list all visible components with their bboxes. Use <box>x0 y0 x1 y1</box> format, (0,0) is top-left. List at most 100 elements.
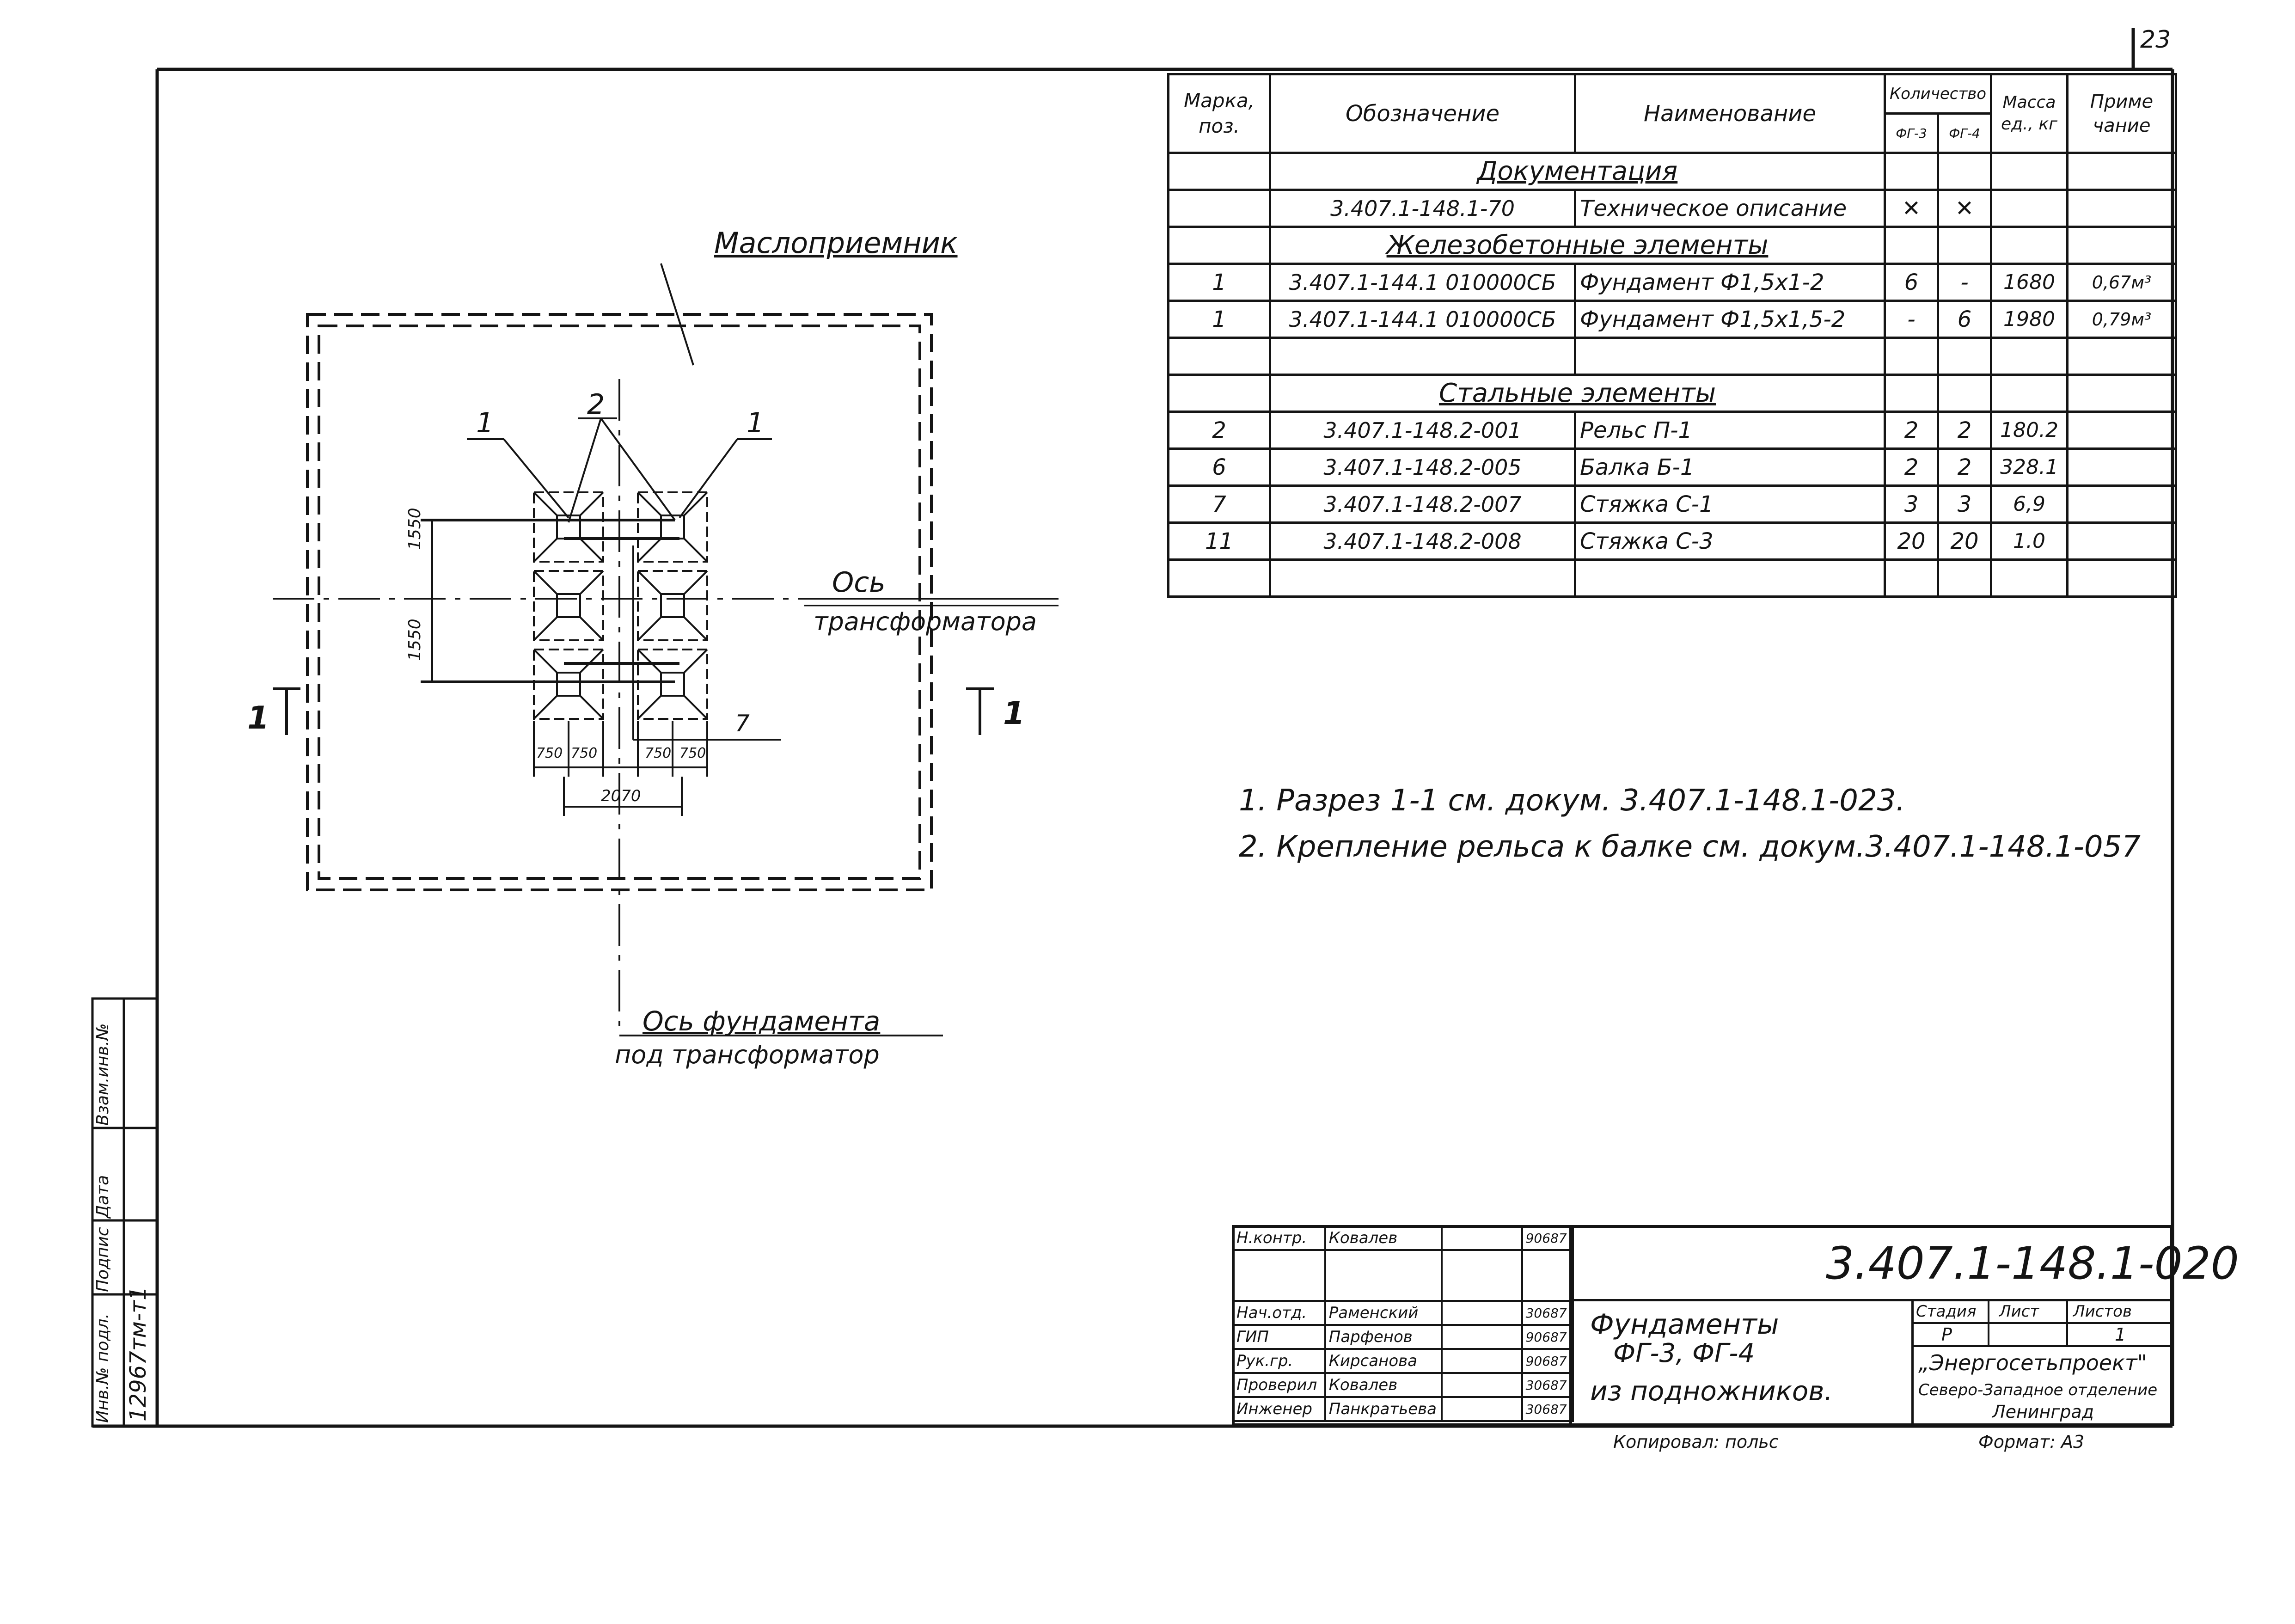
spec-cell-mark <box>1167 189 1271 228</box>
callout-pos-1-left: 1 <box>476 407 494 439</box>
signature-cell-role: Н.контр. <box>1232 1225 1326 1251</box>
sheet-label: Лист <box>1999 1302 2039 1321</box>
spec-cell-fg4: 3 <box>1937 484 1992 524</box>
spec-cell <box>2066 226 2177 265</box>
foundation-axis-label-2: под трансформатор <box>615 1040 880 1069</box>
signature-row <box>1232 1249 1574 1302</box>
spec-cell-fg4: 2 <box>1937 447 1992 487</box>
spec-cell <box>1884 152 1939 191</box>
stage-value: Р <box>1941 1324 1952 1345</box>
spec-cell <box>1990 152 2069 191</box>
spec-cell <box>1884 374 1939 413</box>
spec-cell-mark: 6 <box>1167 447 1271 487</box>
drawing-title-line1: Фундаменты <box>1590 1308 1779 1341</box>
spec-cell-designation: 3.407.1-148.2-007 <box>1269 484 1576 524</box>
signature-cell-name: Панкратьева <box>1324 1396 1443 1422</box>
specification-table: Марка, поз. Обозначение Наименование Кол… <box>1167 73 2177 598</box>
spec-cell-name: Рельс П-1 <box>1574 411 1886 450</box>
signature-cell-date: 30687 <box>1521 1396 1574 1422</box>
side-stamp-label-sign: Подпис <box>93 1227 112 1292</box>
spec-cell-designation <box>1269 558 1576 598</box>
spec-cell-fg3: 2 <box>1884 411 1939 450</box>
spec-cell <box>2066 374 2177 413</box>
spec-cell-name: Техническое описание <box>1574 189 1886 228</box>
spec-section-title: Документация <box>1269 152 1886 191</box>
spec-cell-designation: 3.407.1-148.2-008 <box>1269 521 1576 561</box>
note-2: 2. Крепление рельса к балке см. докум.3.… <box>1239 830 2141 864</box>
spec-cell-mass <box>1990 558 2069 598</box>
spec-cell-fg3: 3 <box>1884 484 1939 524</box>
section-mark-graphics <box>273 687 994 735</box>
spec-cell-fg4 <box>1937 337 1992 376</box>
foundation-axis-label-1: Ось фундамента <box>643 1005 881 1037</box>
spec-cell-fg3: 20 <box>1884 521 1939 561</box>
spec-cell <box>1884 226 1939 265</box>
spec-cell <box>1937 152 1992 191</box>
spec-row <box>1167 337 2177 376</box>
dim-750-d: 750 <box>679 745 706 761</box>
header-mass: Масса ед., кг <box>1990 73 2069 154</box>
spec-cell-fg4: ✕ <box>1937 189 1992 228</box>
spec-cell-designation: 3.407.1-144.1 010000СБ <box>1269 300 1576 339</box>
spec-cell-mass: 180.2 <box>1990 411 2069 450</box>
copied-by: Копировал: польс <box>1613 1432 1779 1452</box>
spec-cell-fg3: - <box>1884 300 1939 339</box>
signature-cell-role: Проверил <box>1232 1372 1326 1398</box>
note-1: 1. Разрез 1-1 см. докум. 3.407.1-148.1-0… <box>1239 784 1905 818</box>
spec-cell-name: Фундамент Ф1,5х1,5-2 <box>1574 300 1886 339</box>
title-block-frame <box>1232 1225 2173 1426</box>
section-mark-left: 1 <box>247 700 269 736</box>
sheets-label: Листов <box>2073 1302 2132 1321</box>
spec-cell-mass <box>1990 189 2069 228</box>
signature-cell-name: Кирсанова <box>1324 1348 1443 1374</box>
signature-cell-sign <box>1441 1348 1523 1374</box>
header-designation: Обозначение <box>1269 73 1576 154</box>
stage-label: Стадия <box>1916 1302 1977 1321</box>
spec-cell-note <box>2066 558 2177 598</box>
spec-cell-mark: 1 <box>1167 263 1271 302</box>
spec-cell-note: 0,67м³ <box>2066 263 2177 302</box>
dim-750-b: 750 <box>571 745 598 761</box>
signature-cell-sign <box>1441 1300 1523 1326</box>
spec-cell-mass: 328.1 <box>1990 447 2069 487</box>
org-line2: Северо-Западное отделение <box>1918 1381 2158 1399</box>
spec-cell-fg3 <box>1884 337 1939 376</box>
sheet-number: 23 <box>2140 26 2171 54</box>
spec-cell <box>1167 374 1271 413</box>
footings <box>533 491 708 720</box>
spec-cell <box>1167 152 1271 191</box>
position-leaders <box>467 417 781 741</box>
spec-cell-mark <box>1167 558 1271 598</box>
header-fg3: ФГ-3 <box>1884 112 1939 154</box>
spec-cell-fg4: 6 <box>1937 300 1992 339</box>
spec-cell-mass <box>1990 337 2069 376</box>
spec-cell-note <box>2066 447 2177 487</box>
drawing-code: 3.407.1-148.1-020 <box>1826 1238 2239 1289</box>
spec-cell-mark: 2 <box>1167 411 1271 450</box>
drawing-title-line3: из подножников. <box>1590 1375 1833 1407</box>
org-line3: Ленинград <box>1992 1402 2094 1422</box>
spec-section-title: Стальные элементы <box>1269 374 1886 413</box>
signature-cell-name <box>1324 1249 1443 1302</box>
signature-cell-sign <box>1441 1396 1523 1422</box>
transformer-axis-label-2: трансформатора <box>814 607 1037 636</box>
spec-cell-name <box>1574 558 1886 598</box>
spec-cell-fg3: 2 <box>1884 447 1939 487</box>
spec-cell-fg4: 2 <box>1937 411 1992 450</box>
spec-cell-name <box>1574 337 1886 376</box>
spec-cell-mass: 1980 <box>1990 300 2069 339</box>
oil-receiver-label: Маслоприемник <box>714 226 958 260</box>
dimension-lines <box>421 519 708 816</box>
signature-cell-sign <box>1441 1225 1523 1251</box>
callout-pos-7: 7 <box>735 710 750 737</box>
spec-cell-name: Стяжка С-1 <box>1574 484 1886 524</box>
spec-cell-mass: 6,9 <box>1990 484 2069 524</box>
